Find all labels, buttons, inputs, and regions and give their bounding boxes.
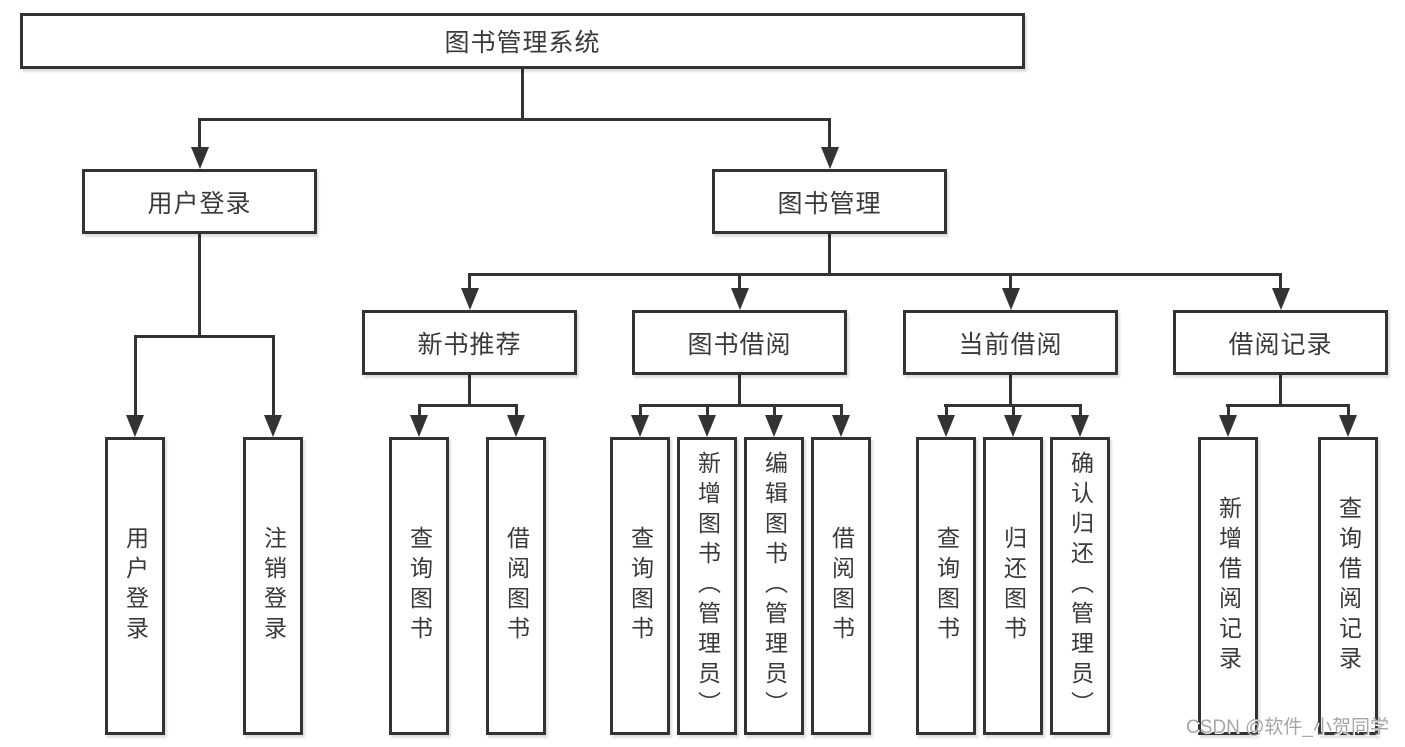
leaf-records-add-borrow-record-label: 新增借阅记录 [1215, 496, 1242, 676]
arrowhead-record-add [1219, 415, 1237, 437]
leaf-records-search-borrow-record: 查询借阅记录 [1318, 437, 1378, 735]
node-current-borrowing: 当前借阅 [903, 310, 1118, 375]
arrowhead-new-book [461, 288, 479, 310]
node-user-login-label: 用户登录 [147, 189, 252, 218]
leaf-borrow-search-books: 查询图书 [610, 437, 670, 735]
leaf-borrow-edit-books-admin: 编辑图书（管理员） [744, 437, 804, 735]
leaf-borrow-add-books-admin: 新增图书（管理员） [677, 437, 737, 735]
leaf-current-search-books: 查询图书 [916, 437, 976, 735]
arrowhead-user-login [191, 147, 209, 169]
leaf-newbook-search-books: 查询图书 [389, 437, 449, 735]
arrowhead-borrow-edit [765, 415, 783, 437]
connector-book-borrowing-stem [738, 375, 741, 407]
arrowhead-book-management [821, 147, 839, 169]
arrowhead-current-confirm [1071, 415, 1089, 437]
connector-root-stem [521, 69, 524, 121]
connector-stem-book-borrowing [738, 273, 741, 295]
connector-stem-borrowing-records [1279, 273, 1282, 295]
connector-borrowing-records-stem [1279, 375, 1282, 407]
connector-new-book-leaves-bar [418, 404, 518, 407]
arrowhead-current-borrowing [1002, 288, 1020, 310]
leaf-user-login: 用户登录 [105, 437, 165, 735]
node-library-system: 图书管理系统 [20, 13, 1025, 69]
leaf-newbook-search-books-label: 查询图书 [406, 526, 433, 646]
node-book-borrowing-label: 图书借阅 [687, 330, 792, 359]
connector-stem-newbook-borrow [515, 404, 518, 417]
arrowhead-newbook-borrow [507, 415, 525, 437]
arrowhead-leaf-user-login [126, 415, 144, 437]
connector-user-login-stem [198, 234, 201, 338]
node-borrowing-records-label: 借阅记录 [1228, 330, 1333, 359]
connector-stem-borrow-edit [773, 404, 776, 417]
connector-stem-new-book [468, 273, 471, 295]
arrowhead-leaf-logout [264, 415, 282, 437]
leaf-borrow-add-books-admin-label: 新增图书（管理员） [694, 451, 721, 721]
leaf-borrow-borrow-books: 借阅图书 [811, 437, 871, 735]
node-new-book-recommendation: 新书推荐 [362, 310, 577, 375]
connector-stem-borrow-search [639, 404, 642, 417]
connector-book-management-stem [828, 234, 831, 276]
leaf-records-add-borrow-record: 新增借阅记录 [1198, 437, 1258, 735]
arrowhead-newbook-search [410, 415, 428, 437]
arrowhead-borrow-borrow [832, 415, 850, 437]
leaf-newbook-borrow-books: 借阅图书 [486, 437, 546, 735]
connector-user-leaves-bar [134, 335, 275, 338]
leaf-logout-label: 注销登录 [260, 526, 287, 646]
arrowhead-record-search [1339, 415, 1357, 437]
connector-stem-leaf-logout [272, 335, 275, 421]
connector-level3-bar [468, 273, 1282, 276]
connector-stem-current-search [945, 404, 948, 417]
node-book-borrowing: 图书借阅 [632, 310, 847, 375]
node-user-login: 用户登录 [82, 169, 317, 234]
node-book-management-label: 图书管理 [777, 189, 882, 218]
connector-stem-current-return [1012, 404, 1015, 417]
arrowhead-current-search [937, 415, 955, 437]
arrowhead-current-return [1004, 415, 1022, 437]
connector-stem-borrow-add [706, 404, 709, 417]
connector-new-book-stem [468, 375, 471, 407]
node-book-management: 图书管理 [712, 169, 947, 234]
leaf-records-search-borrow-record-label: 查询借阅记录 [1335, 496, 1362, 676]
leaf-newbook-borrow-books-label: 借阅图书 [503, 526, 530, 646]
connector-level2-bar [198, 118, 831, 121]
connector-stem-record-add [1227, 404, 1230, 417]
watermark: CSDN @软件_小贺同学 [1186, 717, 1389, 738]
node-borrowing-records: 借阅记录 [1173, 310, 1388, 375]
connector-stem-current-borrowing [1009, 273, 1012, 295]
connector-stem-book-management [828, 118, 831, 152]
leaf-current-search-books-label: 查询图书 [933, 526, 960, 646]
leaf-current-return-books-label: 归还图书 [1000, 526, 1027, 646]
arrowhead-book-borrowing [731, 288, 749, 310]
connector-stem-borrow-borrow [840, 404, 843, 417]
node-library-system-label: 图书管理系统 [444, 29, 601, 57]
connector-borrowing-leaves-bar [639, 404, 843, 407]
connector-current-borrowing-stem [1009, 375, 1012, 407]
leaf-borrow-search-books-label: 查询图书 [627, 526, 654, 646]
leaf-current-confirm-return-admin-label: 确认归还（管理员） [1067, 451, 1094, 721]
connector-stem-record-search [1347, 404, 1350, 417]
connector-stem-user-login [198, 118, 201, 152]
leaf-logout: 注销登录 [243, 437, 303, 735]
leaf-user-login-label: 用户登录 [122, 526, 149, 646]
leaf-current-confirm-return-admin: 确认归还（管理员） [1050, 437, 1110, 735]
connector-stem-current-confirm [1079, 404, 1082, 417]
connector-stem-newbook-search [418, 404, 421, 417]
leaf-current-return-books: 归还图书 [983, 437, 1043, 735]
connector-records-leaves-bar [1226, 404, 1350, 407]
node-current-borrowing-label: 当前借阅 [958, 330, 1063, 359]
leaf-borrow-edit-books-admin-label: 编辑图书（管理员） [761, 451, 788, 721]
node-new-book-recommendation-label: 新书推荐 [417, 330, 522, 359]
arrowhead-borrowing-records [1272, 288, 1290, 310]
arrowhead-borrow-add [698, 415, 716, 437]
leaf-borrow-borrow-books-label: 借阅图书 [828, 526, 855, 646]
arrowhead-borrow-search [631, 415, 649, 437]
connector-stem-leaf-user-login [134, 335, 137, 421]
